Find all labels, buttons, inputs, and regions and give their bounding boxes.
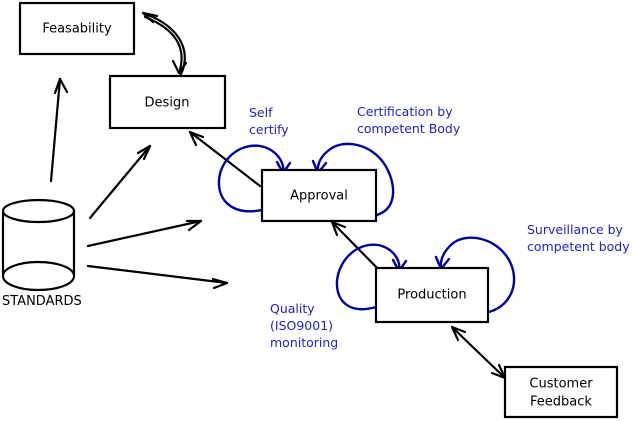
- annotation-quality-line3: monitoring: [270, 335, 338, 350]
- node-customer-feedback[interactable]: Customer Feedback: [503, 365, 619, 419]
- annotation-quality-iso9001-monitoring: Quality (ISO9001) monitoring: [270, 301, 338, 350]
- node-design-label: Design: [145, 96, 190, 111]
- flow-feasability-to-design: [143, 15, 188, 75]
- flow-customer-feedback-to-production: [450, 325, 507, 380]
- node-design[interactable]: Design: [108, 74, 227, 130]
- annotation-quality-line2: (ISO9001): [270, 318, 333, 333]
- node-production[interactable]: Production: [374, 266, 490, 324]
- annotation-certification-line1: Certification by: [357, 104, 453, 119]
- flow-standards-to-design: [88, 144, 152, 220]
- annotation-certification-line2: competent Body: [357, 121, 461, 136]
- node-approval-label: Approval: [290, 189, 348, 204]
- datastore-standards-label: STANDARDS: [2, 294, 82, 309]
- annotation-self-certify-line2: certify: [249, 122, 289, 137]
- node-customer-feedback-label-line2: Feedback: [530, 395, 592, 410]
- annotation-surveillance-by-competent-body: Surveillance by competent body: [527, 222, 630, 254]
- flow-approval-to-design: [188, 130, 262, 188]
- flow-standards-to-approval: [86, 219, 203, 248]
- annotation-quality-line1: Quality: [270, 301, 315, 316]
- node-approval[interactable]: Approval: [260, 168, 378, 223]
- annotation-certification-by-competent-body: Certification by competent Body: [357, 104, 461, 136]
- flow-standards-to-feasability: [49, 77, 69, 183]
- node-feasability[interactable]: Feasability: [18, 1, 136, 56]
- annotation-surveillance-line1: Surveillance by: [527, 222, 624, 237]
- flow-standards-to-production: [86, 264, 229, 290]
- node-production-label: Production: [397, 288, 466, 303]
- node-feasability-label: Feasability: [42, 22, 112, 37]
- datastore-standards[interactable]: STANDARDS: [1, 198, 82, 309]
- annotation-self-certify-line1: Self: [249, 105, 273, 120]
- annotation-surveillance-line2: competent body: [527, 239, 630, 254]
- annotation-self-certify: Self certify: [249, 105, 289, 137]
- node-customer-feedback-label-line1: Customer: [529, 377, 593, 392]
